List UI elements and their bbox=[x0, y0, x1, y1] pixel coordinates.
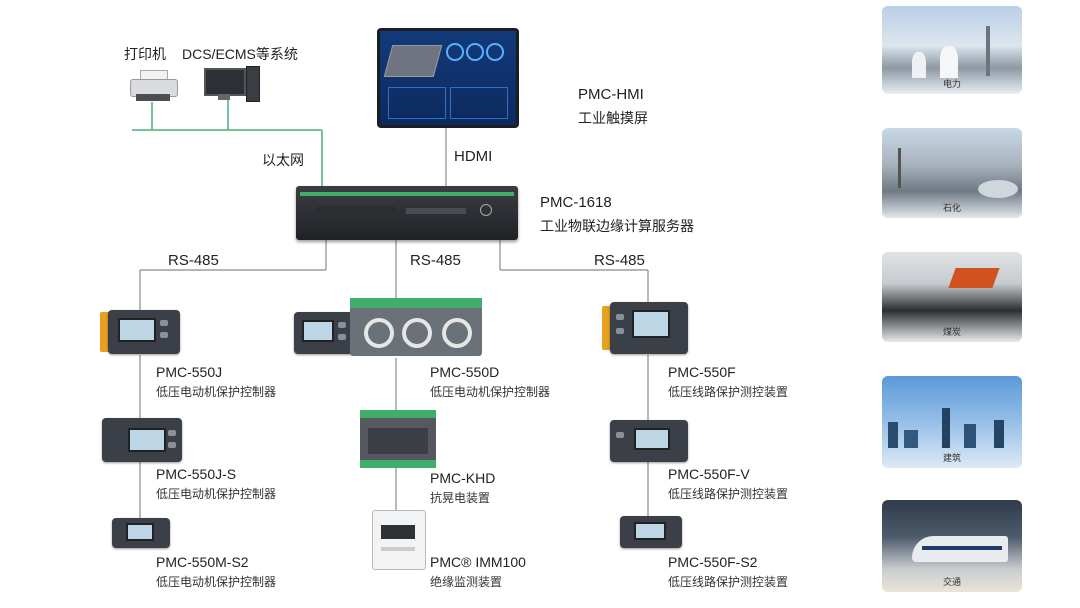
hmi-touchscreen bbox=[377, 28, 519, 128]
printer-label: 打印机 bbox=[124, 46, 166, 62]
pmc-550f-v-device bbox=[610, 420, 688, 462]
device-subtitle: 低压电动机保护控制器 bbox=[156, 575, 277, 589]
computer-icon bbox=[204, 66, 260, 102]
device-subtitle: 低压线路保护测控装置 bbox=[668, 575, 789, 589]
scene-petrochemical-image: 石化 bbox=[882, 128, 1022, 218]
scene-caption: 煤炭 bbox=[942, 327, 961, 337]
pmc-550j-s-device bbox=[102, 418, 182, 462]
edge-server bbox=[296, 186, 518, 240]
device-title: PMC® IMM100 bbox=[430, 554, 526, 570]
device-title: PMC-550J-S bbox=[156, 466, 237, 482]
server-title: PMC-1618 bbox=[540, 194, 612, 211]
device-subtitle: 绝缘监测装置 bbox=[430, 575, 503, 589]
ethernet-lines bbox=[132, 100, 323, 188]
pmc-550j-device bbox=[108, 310, 180, 354]
hdmi-label: HDMI bbox=[454, 148, 493, 165]
device-subtitle: 低压电动机保护控制器 bbox=[156, 385, 277, 399]
ethernet-label: 以太网 bbox=[262, 152, 304, 168]
scene-caption: 石化 bbox=[942, 203, 961, 213]
scene-caption: 交通 bbox=[942, 577, 961, 587]
pmc-550d-module bbox=[350, 298, 482, 356]
device-title: PMC-550J bbox=[156, 364, 223, 380]
scene-power-image: 电力 bbox=[882, 6, 1022, 94]
pmc-550d-display bbox=[294, 312, 356, 354]
pmc-imm100-device bbox=[372, 510, 426, 570]
device-subtitle: 低压电动机保护控制器 bbox=[430, 385, 551, 399]
device-accent bbox=[100, 312, 110, 352]
hmi-title: PMC-HMI bbox=[578, 86, 644, 103]
device-accent bbox=[602, 306, 612, 350]
device-subtitle: 低压线路保护测控装置 bbox=[668, 385, 789, 399]
device-title: PMC-KHD bbox=[430, 470, 496, 486]
device-subtitle: 抗晃电装置 bbox=[430, 491, 491, 505]
device-title: PMC-550D bbox=[430, 364, 500, 380]
rs485-left-label: RS-485 bbox=[168, 252, 219, 269]
server-subtitle: 工业物联边缘计算服务器 bbox=[540, 218, 694, 234]
pmc-khd-device bbox=[360, 410, 436, 468]
rs485-right-label: RS-485 bbox=[594, 252, 645, 269]
scene-caption: 建筑 bbox=[942, 453, 961, 463]
scene-caption: 电力 bbox=[942, 79, 961, 89]
pmc-550f-s2-device bbox=[620, 516, 682, 548]
dcs-label: DCS/ECMS等系统 bbox=[182, 46, 298, 62]
scene-transport-image: 交通 bbox=[882, 500, 1022, 592]
pmc-550m-s2-device bbox=[112, 518, 170, 548]
printer-icon bbox=[130, 70, 178, 102]
device-subtitle: 低压线路保护测控装置 bbox=[668, 487, 789, 501]
hmi-subtitle: 工业触摸屏 bbox=[578, 110, 648, 126]
pmc-550f-device bbox=[610, 302, 688, 354]
device-subtitle: 低压电动机保护控制器 bbox=[156, 487, 277, 501]
device-title: PMC-550F-V bbox=[668, 466, 750, 482]
rs485-center-label: RS-485 bbox=[410, 252, 461, 269]
device-title: PMC-550F bbox=[668, 364, 736, 380]
bus-lines bbox=[139, 128, 649, 518]
device-title: PMC-550F-S2 bbox=[668, 554, 758, 570]
scene-building-image: 建筑 bbox=[882, 376, 1022, 468]
device-title: PMC-550M-S2 bbox=[156, 554, 249, 570]
scene-coal-image: 煤炭 bbox=[882, 252, 1022, 342]
